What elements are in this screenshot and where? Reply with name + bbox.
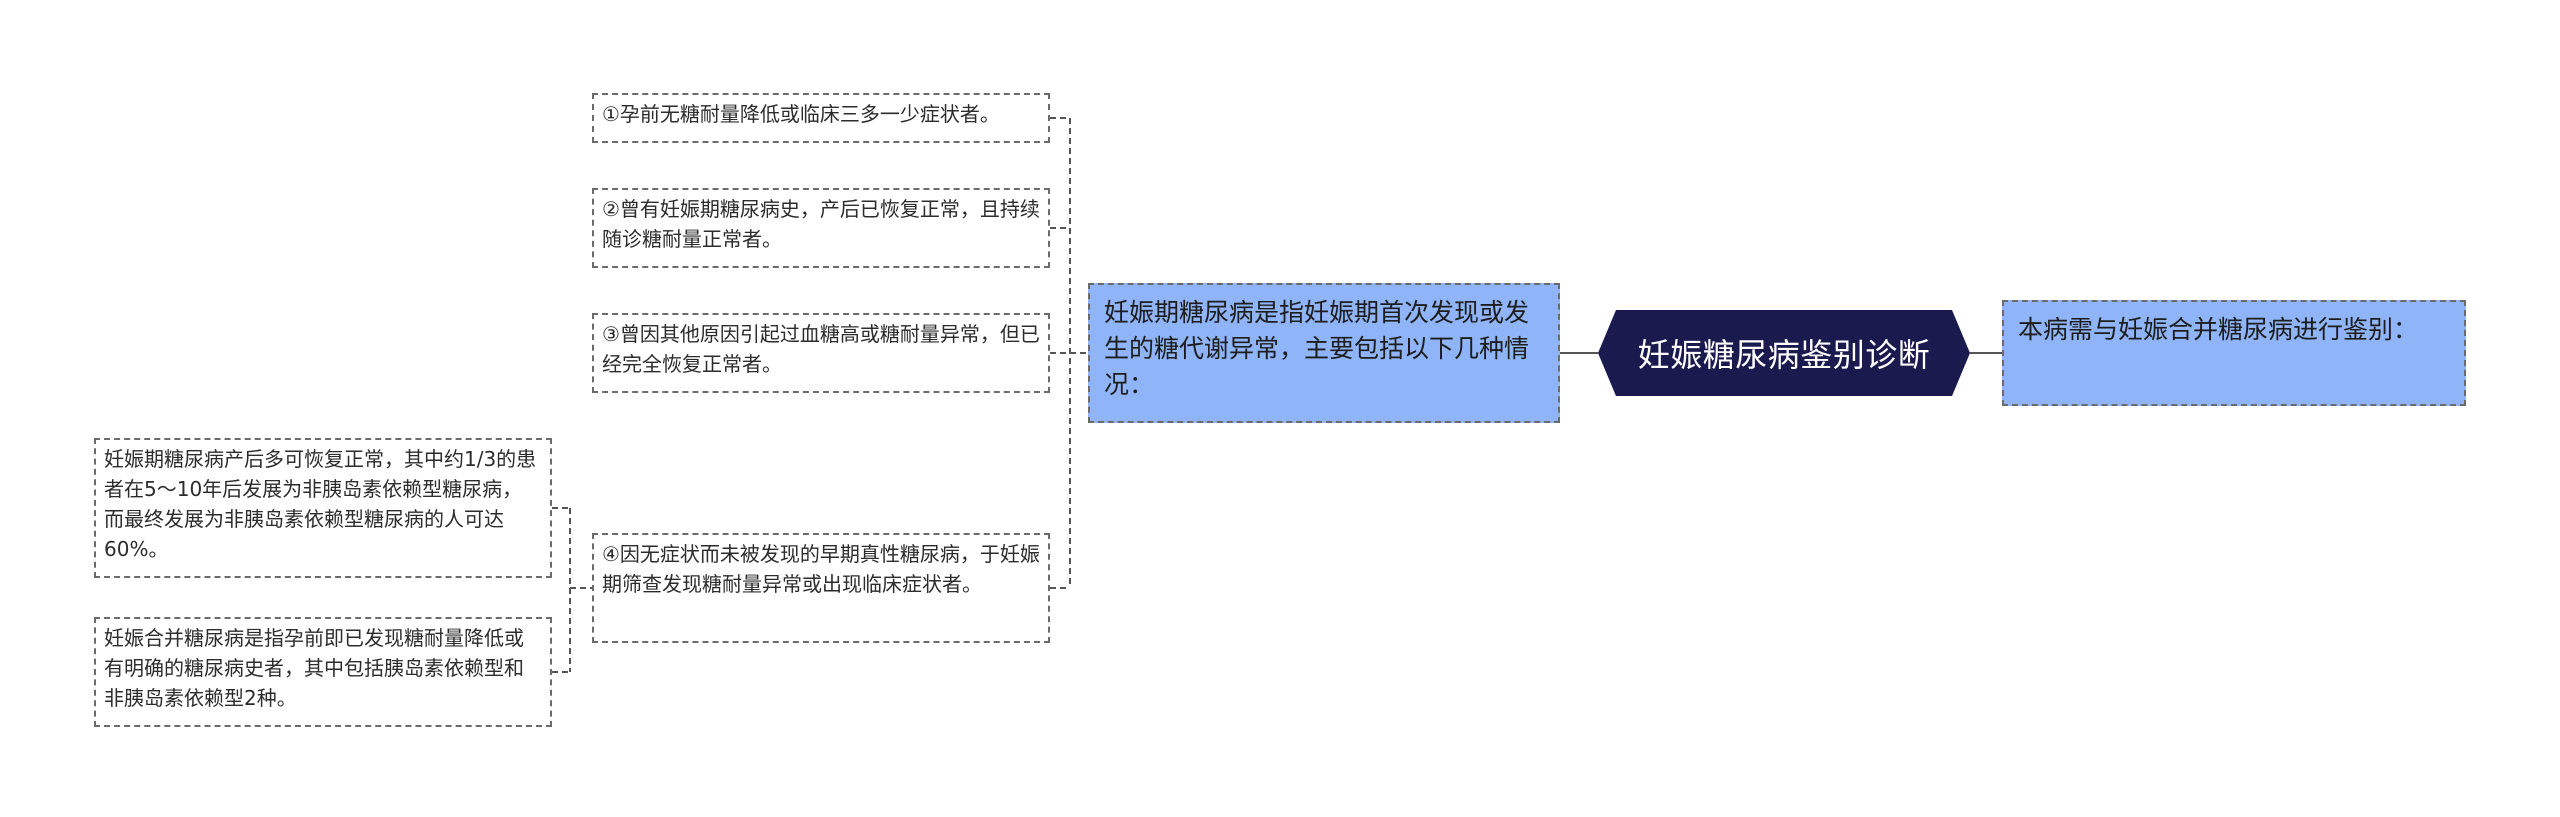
- root-node[interactable]: 妊娠糖尿病鉴别诊断: [1598, 310, 1970, 396]
- differential-text: 本病需与妊娠合并糖尿病进行鉴别：: [2018, 315, 2419, 344]
- definition-text: 妊娠期糖尿病是指妊娠期首次发现或发生的糖代谢异常，主要包括以下几种情况：: [1104, 298, 1530, 399]
- prognosis-text: 妊娠期糖尿病产后多可恢复正常，其中约1/3的患者在5～10年后发展为非胰岛素依赖…: [104, 447, 537, 561]
- case-text: ④因无症状而未被发现的早期真性糖尿病，于妊娠期筛查发现糖耐量异常或出现临床症状者…: [602, 542, 1040, 596]
- case-text: ①孕前无糖耐量降低或临床三多一少症状者。: [602, 102, 1000, 126]
- case-node-2[interactable]: ②曾有妊娠期糖尿病史，产后已恢复正常，且持续随诊糖耐量正常者。: [592, 188, 1050, 268]
- case-text: ③曾因其他原因引起过血糖高或糖耐量异常，但已经完全恢复正常者。: [602, 322, 1040, 376]
- definition-node[interactable]: 妊娠期糖尿病是指妊娠期首次发现或发生的糖代谢异常，主要包括以下几种情况：: [1088, 283, 1560, 423]
- pregestational-diabetes-node[interactable]: 妊娠合并糖尿病是指孕前即已发现糖耐量降低或有明确的糖尿病史者，其中包括胰岛素依赖…: [94, 617, 552, 727]
- pregestational-diabetes-text: 妊娠合并糖尿病是指孕前即已发现糖耐量降低或有明确的糖尿病史者，其中包括胰岛素依赖…: [104, 626, 524, 710]
- case-text: ②曾有妊娠期糖尿病史，产后已恢复正常，且持续随诊糖耐量正常者。: [602, 197, 1040, 251]
- prognosis-node[interactable]: 妊娠期糖尿病产后多可恢复正常，其中约1/3的患者在5～10年后发展为非胰岛素依赖…: [94, 438, 552, 578]
- differential-node[interactable]: 本病需与妊娠合并糖尿病进行鉴别：: [2002, 300, 2466, 406]
- case-node-4[interactable]: ④因无症状而未被发现的早期真性糖尿病，于妊娠期筛查发现糖耐量异常或出现临床症状者…: [592, 533, 1050, 643]
- root-label: 妊娠糖尿病鉴别诊断: [1637, 336, 1931, 374]
- case-node-3[interactable]: ③曾因其他原因引起过血糖高或糖耐量异常，但已经完全恢复正常者。: [592, 313, 1050, 393]
- case-node-1[interactable]: ①孕前无糖耐量降低或临床三多一少症状者。: [592, 93, 1050, 143]
